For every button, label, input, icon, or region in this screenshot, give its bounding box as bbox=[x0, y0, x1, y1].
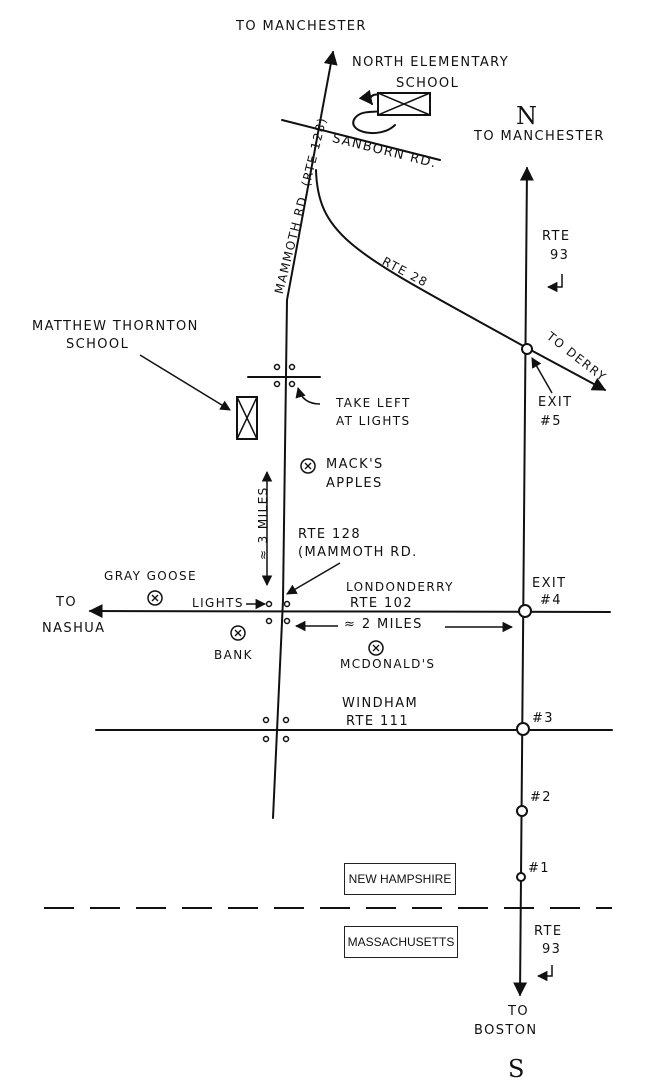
north-elementary-label: North Elementary bbox=[352, 55, 510, 70]
light-dot bbox=[265, 600, 273, 608]
exit4-marker bbox=[518, 604, 532, 618]
take-left-label-1: Take Left bbox=[336, 396, 411, 410]
massachusetts-box: Massachusetts bbox=[344, 926, 458, 958]
exit4-label-2: #4 bbox=[540, 593, 562, 608]
exit2-marker bbox=[516, 805, 528, 817]
light-dot bbox=[273, 363, 281, 371]
light-dot bbox=[262, 716, 270, 724]
to-nashua-label-1: To bbox=[56, 595, 77, 610]
rte93-top-label-2: 93 bbox=[550, 248, 570, 263]
macks-label-2: Apples bbox=[326, 476, 383, 491]
new-hampshire-box: New Hampshire bbox=[344, 863, 456, 895]
macks-label-1: Mack's bbox=[326, 457, 384, 472]
to-nashua-label-2: Nashua bbox=[42, 621, 106, 636]
rte128-label-1: Rte 128 bbox=[298, 527, 361, 542]
exit5-pointer bbox=[531, 357, 553, 394]
rte93-highway bbox=[513, 166, 534, 997]
to-boston-label-2: Boston bbox=[474, 1023, 538, 1038]
rte128-pointer bbox=[286, 562, 341, 595]
light-dot bbox=[265, 617, 273, 625]
light-dot bbox=[283, 600, 291, 608]
north-elementary-school-label: School bbox=[396, 76, 460, 91]
thornton-pointer bbox=[139, 354, 231, 411]
exit5-marker bbox=[521, 343, 533, 355]
light-dot bbox=[273, 380, 281, 388]
take-left-label-2: at Lights bbox=[336, 414, 411, 428]
three-miles-label: ≈ 3 Miles bbox=[256, 486, 270, 560]
gray-goose-label: Gray Goose bbox=[104, 569, 197, 583]
light-dot bbox=[283, 617, 291, 625]
exit5-label-2: #5 bbox=[540, 414, 562, 429]
north-label: N bbox=[516, 102, 537, 130]
exit5-label-1: Exit bbox=[538, 395, 573, 410]
light-dot bbox=[282, 735, 290, 743]
rte28-road bbox=[315, 169, 607, 391]
londonderry-label-2: Rte 102 bbox=[350, 596, 413, 611]
bank-label: Bank bbox=[214, 648, 253, 662]
exit3-label: #3 bbox=[532, 711, 554, 726]
light-dot bbox=[262, 735, 270, 743]
rte93-bottom-label-1: Rte bbox=[534, 924, 563, 939]
sanborn-rd-road bbox=[281, 119, 441, 161]
exit3-marker bbox=[516, 722, 530, 736]
rte93-top-turn bbox=[546, 274, 563, 293]
rte128-label-2: (Mammoth Rd. bbox=[298, 545, 418, 560]
to-boston-label-1: To bbox=[508, 1004, 529, 1019]
to-manchester-top: To Manchester bbox=[236, 19, 367, 34]
londonderry-label-1: Londonderry bbox=[346, 580, 454, 594]
windham-label-1: Windham bbox=[342, 696, 419, 711]
matthew-thornton-label-1: Matthew Thornton bbox=[32, 319, 199, 334]
rte93-bottom-turn bbox=[536, 965, 553, 982]
exit1-marker bbox=[516, 872, 526, 882]
mcdonalds-label: McDonald's bbox=[340, 657, 436, 671]
to-manchester-right: To Manchester bbox=[474, 129, 605, 144]
rte93-top-label-1: Rte bbox=[542, 229, 571, 244]
school-driveway bbox=[352, 89, 396, 134]
light-dot bbox=[288, 380, 296, 388]
lights-label: Lights bbox=[192, 596, 244, 610]
south-label: S bbox=[508, 1055, 525, 1083]
rte93-bottom-label-2: 93 bbox=[542, 942, 562, 957]
light-dot bbox=[282, 716, 290, 724]
exit1-label: #1 bbox=[528, 861, 550, 876]
light-dot bbox=[288, 363, 296, 371]
take-left-pointer bbox=[295, 386, 321, 405]
exit4-label-1: Exit bbox=[532, 576, 567, 591]
exit2-label: #2 bbox=[530, 790, 552, 805]
two-miles-label: ≈ 2 Miles bbox=[344, 617, 423, 632]
windham-label-2: Rte 111 bbox=[346, 714, 409, 729]
matthew-thornton-label-2: School bbox=[66, 337, 130, 352]
mammoth-rd-road bbox=[272, 50, 338, 819]
